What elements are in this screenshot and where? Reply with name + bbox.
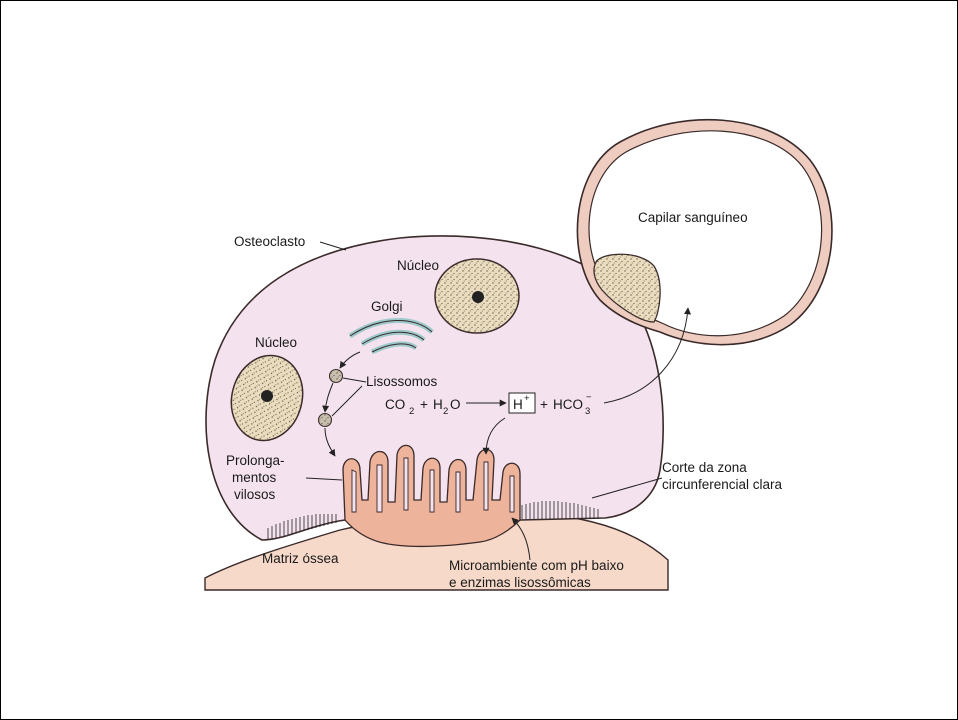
label-villi-1: Prolonga- <box>226 453 285 468</box>
reaction-hco3-sup: − <box>586 392 592 403</box>
label-clear-zone-1: Corte da zona <box>662 460 747 475</box>
reaction-h-ion: H <box>513 397 523 412</box>
nucleolus-left <box>261 390 273 402</box>
label-microenv-1: Microambiente com pH baixo <box>449 558 624 573</box>
label-bone-matrix: Matriz óssea <box>262 551 339 566</box>
reaction-co2-sub: 2 <box>409 406 414 417</box>
label-osteoclast: Osteoclasto <box>234 234 305 249</box>
label-clear-zone-2: circunferencial clara <box>662 477 783 492</box>
reaction-plus-1: + <box>420 397 428 412</box>
label-golgi: Golgi <box>371 299 403 314</box>
reaction-h-ion-sup: + <box>524 393 530 404</box>
label-capillary: Capilar sanguíneo <box>638 210 748 225</box>
reaction-h2o-o: O <box>450 397 461 412</box>
label-lysosomes: Lisossomos <box>366 374 438 389</box>
label-villi-3: vilosos <box>234 487 276 502</box>
reaction-co2: CO <box>385 397 405 412</box>
reaction-hco3: HCO <box>553 397 583 412</box>
label-microenv-2: e enzimas lisossômicas <box>449 575 591 590</box>
label-nucleus-left: Núcleo <box>255 335 297 350</box>
nucleolus-top <box>472 291 484 303</box>
label-villi-2: mentos <box>232 470 277 485</box>
reaction-h2o-h: H <box>433 397 443 412</box>
reaction-h2o-sub: 2 <box>443 406 448 417</box>
reaction-plus-2: + <box>540 397 548 412</box>
reaction-hco3-sub: 3 <box>585 406 590 417</box>
leader-osteoclast <box>320 242 346 250</box>
label-nucleus-top: Núcleo <box>397 258 439 273</box>
